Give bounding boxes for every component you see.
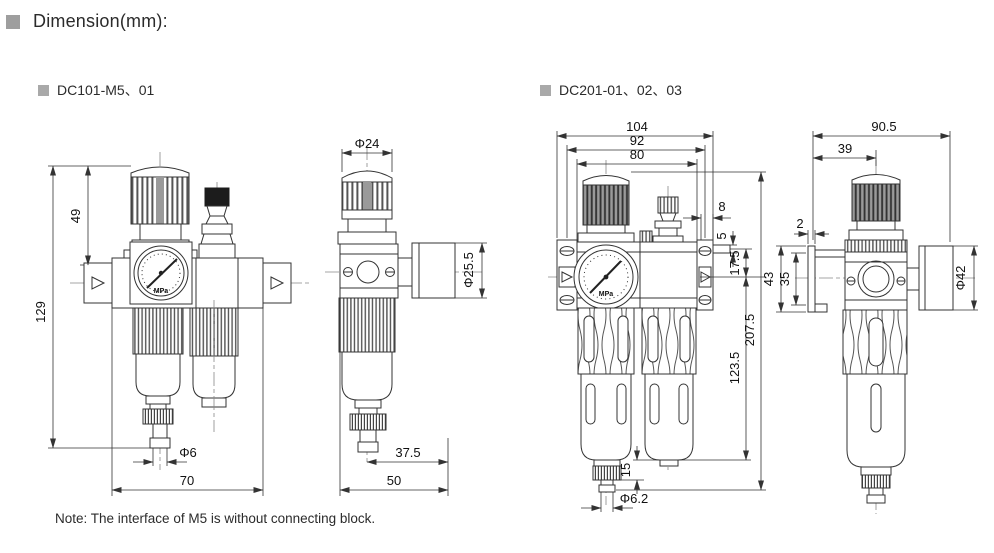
dim-drain-dia: Φ6 [179,445,197,460]
dim-drain-dia: Φ6.2 [620,491,648,506]
section-label-dc101-text: DC101-M5、01 [57,82,155,98]
filter-bowl [577,307,635,493]
dim-knob-offset: 39 [838,141,852,156]
dim-hole-span: 92 [630,133,644,148]
section-label-dc101: DC101-M5、01 [38,80,154,100]
gauge-housing: Φ25.5 [397,242,487,299]
dim-port-offset-v: 5 [714,232,729,239]
port-hole [857,260,895,298]
dim-bracket-height: 43 [761,272,776,286]
dimensions-top: Φ24 [341,136,393,172]
gauge-housing: Φ42 [906,245,978,311]
section-label-dc201: DC201-01、02、03 [540,80,682,100]
dim-body-width: 80 [630,147,644,162]
dimensions-top: 104 92 80 [556,119,714,243]
drawing-dc101-side: Φ24 [325,136,487,496]
dimensions-drain: 15 Φ6.2 [581,446,648,512]
dimensions-bracket: 2 43 35 [761,216,829,313]
dim-total-height: 207.5 [742,314,757,347]
dim-upper-height: 49 [68,209,83,223]
dimensions-right: 8 5 17.5 123.5 207.5 [616,171,766,491]
section-label-dc201-text: DC201-01、02、03 [559,82,682,98]
drawing-dc201-front: 104 92 80 [548,119,766,512]
regulator-knob [848,174,904,241]
dim-depth-total: 90.5 [871,119,896,134]
dimensions-top: 90.5 39 [812,119,951,242]
dim-port-offset-h: 8 [718,199,725,214]
drain-knob [861,474,891,489]
dim-center-to-back: 37.5 [395,445,420,460]
drain-knob [142,408,174,425]
page-title: Dimension(mm): [33,11,168,31]
relief-valve [198,187,236,259]
filter-bowl [338,297,396,453]
pressure-gauge: MPa [573,244,639,310]
flow-arrow-icon [561,271,574,283]
drain-knob [349,413,387,431]
title-bullet-square-icon [6,14,20,29]
dimensions-bottom: 37.5 50 [339,298,449,496]
body-block [339,243,399,299]
dim-total-height: 129 [33,301,48,323]
dim-mount-width: 104 [626,119,648,134]
dim-depth: 50 [387,473,401,488]
pressure-gauge: MPa [129,241,193,305]
section-bullet-square-icon [540,84,551,96]
dim-knob-dia: Φ24 [355,136,380,151]
dim-port-to-center: 17.5 [727,250,742,275]
dim-drain-height: 15 [618,463,633,477]
gauge-unit-label: MPa [599,291,614,298]
port-hole [356,260,380,284]
mounting-bracket [807,245,846,313]
vent-detail [639,230,653,243]
drawing-dc201-side: 90.5 39 [761,119,978,514]
regulator-knob [577,175,635,243]
lubricator-bowl [189,300,239,432]
drawing-dc101-front: MPa 129 [33,152,310,496]
filter-bowl [132,307,184,449]
dim-gauge-dia: Φ42 [953,266,968,291]
dim-center-to-bowl: 123.5 [727,352,742,385]
gauge-unit-label: MPa [154,288,169,295]
flow-arrow-icon [270,276,285,290]
lubricator-bowl [641,307,697,467]
mounting-plate-left [556,239,578,311]
dimensions: 129 49 Φ6 70 [33,165,264,496]
drain-knob [592,465,622,481]
note-text: Note: The interface of M5 is without con… [55,511,376,526]
flow-arrow-icon [91,276,106,290]
regulator-knob [337,170,397,245]
oil-fill-cap [652,196,684,245]
filter-bowl [842,309,908,504]
dim-gauge-dia: Φ25.5 [461,252,476,288]
mounting-plate-right [696,239,731,311]
dim-body-width: 70 [180,473,194,488]
body-block [844,239,908,311]
dim-bracket-hole-span: 35 [777,272,792,286]
page-title-row: Dimension(mm): [6,11,168,32]
section-bullet-square-icon [38,84,49,96]
dim-bracket-thickness: 2 [796,216,803,231]
